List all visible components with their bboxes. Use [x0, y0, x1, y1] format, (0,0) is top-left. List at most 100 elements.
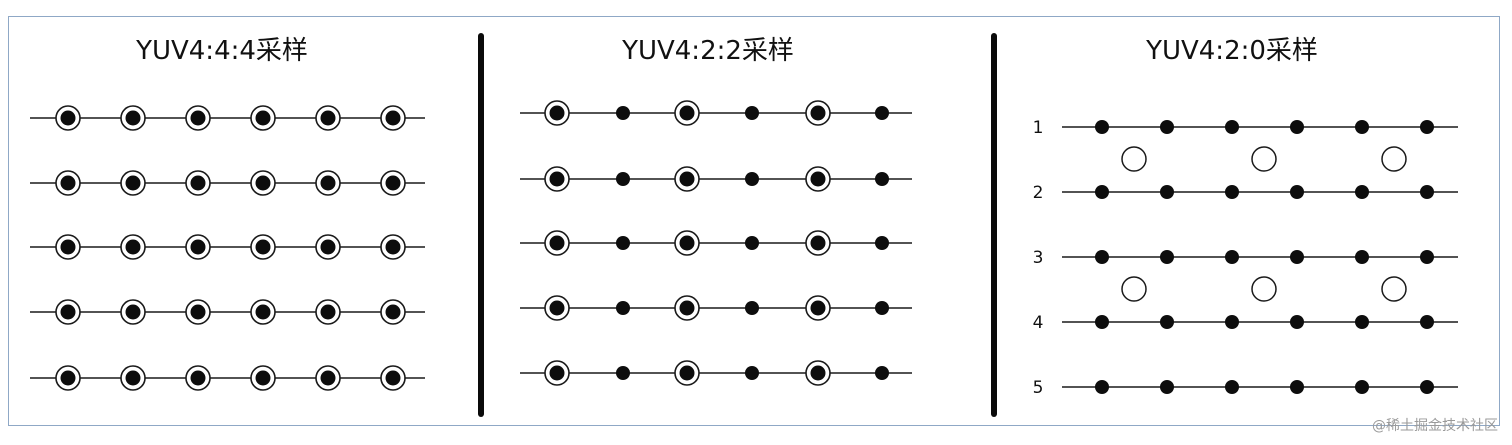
- luma-sample-dot: [1160, 250, 1174, 264]
- luma-sample-dot: [60, 110, 76, 126]
- luma-sample-dot: [616, 301, 630, 315]
- luma-sample-dot: [1225, 315, 1239, 329]
- luma-sample-dot: [1160, 380, 1174, 394]
- luma-sample-dot: [1160, 185, 1174, 199]
- panel-divider-right: [991, 33, 997, 417]
- luma-sample-dot: [60, 370, 76, 386]
- luma-sample-dot: [190, 175, 206, 191]
- luma-sample-dot: [1355, 120, 1369, 134]
- luma-sample-dot: [1095, 185, 1109, 199]
- luma-sample-dot: [125, 370, 141, 386]
- luma-sample-dot: [679, 300, 695, 316]
- luma-sample-dot: [1290, 120, 1304, 134]
- row-label: 3: [1033, 248, 1044, 268]
- row-label: 2: [1033, 183, 1044, 203]
- luma-sample-dot: [1290, 315, 1304, 329]
- luma-sample-dot: [320, 175, 336, 191]
- panel-title-420: YUV4:2:0采样: [1146, 36, 1318, 66]
- luma-sample-dot: [385, 304, 401, 320]
- luma-sample-dot: [320, 110, 336, 126]
- luma-sample-dot: [255, 370, 271, 386]
- luma-sample-dot: [190, 370, 206, 386]
- panel-title-422: YUV4:2:2采样: [622, 36, 794, 66]
- chroma-sample-hollow: [1121, 276, 1147, 302]
- watermark: @稀土掘金技术社区: [1372, 418, 1498, 434]
- luma-sample-dot: [1355, 250, 1369, 264]
- luma-sample-dot: [1095, 120, 1109, 134]
- luma-sample-dot: [549, 365, 565, 381]
- row-label: 1: [1033, 118, 1044, 138]
- luma-sample-dot: [745, 366, 759, 380]
- luma-sample-dot: [745, 106, 759, 120]
- luma-sample-dot: [255, 239, 271, 255]
- luma-sample-dot: [1160, 120, 1174, 134]
- luma-sample-dot: [1420, 250, 1434, 264]
- luma-sample-dot: [549, 235, 565, 251]
- luma-sample-dot: [810, 300, 826, 316]
- luma-sample-dot: [875, 236, 889, 250]
- luma-sample-dot: [679, 171, 695, 187]
- luma-sample-dot: [745, 301, 759, 315]
- luma-sample-dot: [320, 304, 336, 320]
- luma-sample-dot: [1420, 120, 1434, 134]
- luma-sample-dot: [1095, 250, 1109, 264]
- luma-sample-dot: [385, 370, 401, 386]
- panel-divider-left: [478, 33, 484, 417]
- luma-sample-dot: [745, 236, 759, 250]
- luma-sample-dot: [549, 171, 565, 187]
- luma-sample-dot: [385, 239, 401, 255]
- luma-sample-dot: [125, 304, 141, 320]
- luma-sample-dot: [1420, 185, 1434, 199]
- luma-sample-dot: [875, 366, 889, 380]
- luma-sample-dot: [549, 105, 565, 121]
- luma-sample-dot: [255, 110, 271, 126]
- luma-sample-dot: [1225, 380, 1239, 394]
- luma-sample-dot: [1420, 380, 1434, 394]
- luma-sample-dot: [875, 301, 889, 315]
- luma-sample-dot: [320, 370, 336, 386]
- luma-sample-dot: [1290, 250, 1304, 264]
- row-label: 4: [1033, 313, 1044, 333]
- luma-sample-dot: [125, 110, 141, 126]
- luma-sample-dot: [549, 300, 565, 316]
- chroma-sample-hollow: [1251, 146, 1277, 172]
- luma-sample-dot: [810, 365, 826, 381]
- chroma-sample-hollow: [1121, 146, 1147, 172]
- luma-sample-dot: [810, 105, 826, 121]
- luma-sample-dot: [1095, 315, 1109, 329]
- luma-sample-dot: [616, 236, 630, 250]
- luma-sample-dot: [1290, 380, 1304, 394]
- luma-sample-dot: [875, 172, 889, 186]
- luma-sample-dot: [255, 175, 271, 191]
- luma-sample-dot: [1355, 380, 1369, 394]
- luma-sample-dot: [616, 366, 630, 380]
- luma-sample-dot: [1355, 185, 1369, 199]
- chroma-sample-hollow: [1381, 146, 1407, 172]
- luma-sample-dot: [190, 110, 206, 126]
- luma-sample-dot: [60, 304, 76, 320]
- luma-sample-dot: [60, 175, 76, 191]
- row-label: 5: [1033, 378, 1044, 398]
- luma-sample-dot: [1290, 185, 1304, 199]
- luma-sample-dot: [679, 235, 695, 251]
- luma-sample-dot: [616, 172, 630, 186]
- luma-sample-dot: [1225, 120, 1239, 134]
- luma-sample-dot: [810, 171, 826, 187]
- luma-sample-dot: [679, 365, 695, 381]
- luma-sample-dot: [320, 239, 336, 255]
- luma-sample-dot: [679, 105, 695, 121]
- luma-sample-dot: [1225, 250, 1239, 264]
- luma-sample-dot: [1160, 315, 1174, 329]
- chroma-sample-hollow: [1251, 276, 1277, 302]
- luma-sample-dot: [1420, 315, 1434, 329]
- luma-sample-dot: [255, 304, 271, 320]
- figure-frame: [8, 16, 1500, 426]
- luma-sample-dot: [190, 304, 206, 320]
- luma-sample-dot: [1225, 185, 1239, 199]
- luma-sample-dot: [385, 110, 401, 126]
- luma-sample-dot: [125, 239, 141, 255]
- luma-sample-dot: [60, 239, 76, 255]
- luma-sample-dot: [385, 175, 401, 191]
- luma-sample-dot: [190, 239, 206, 255]
